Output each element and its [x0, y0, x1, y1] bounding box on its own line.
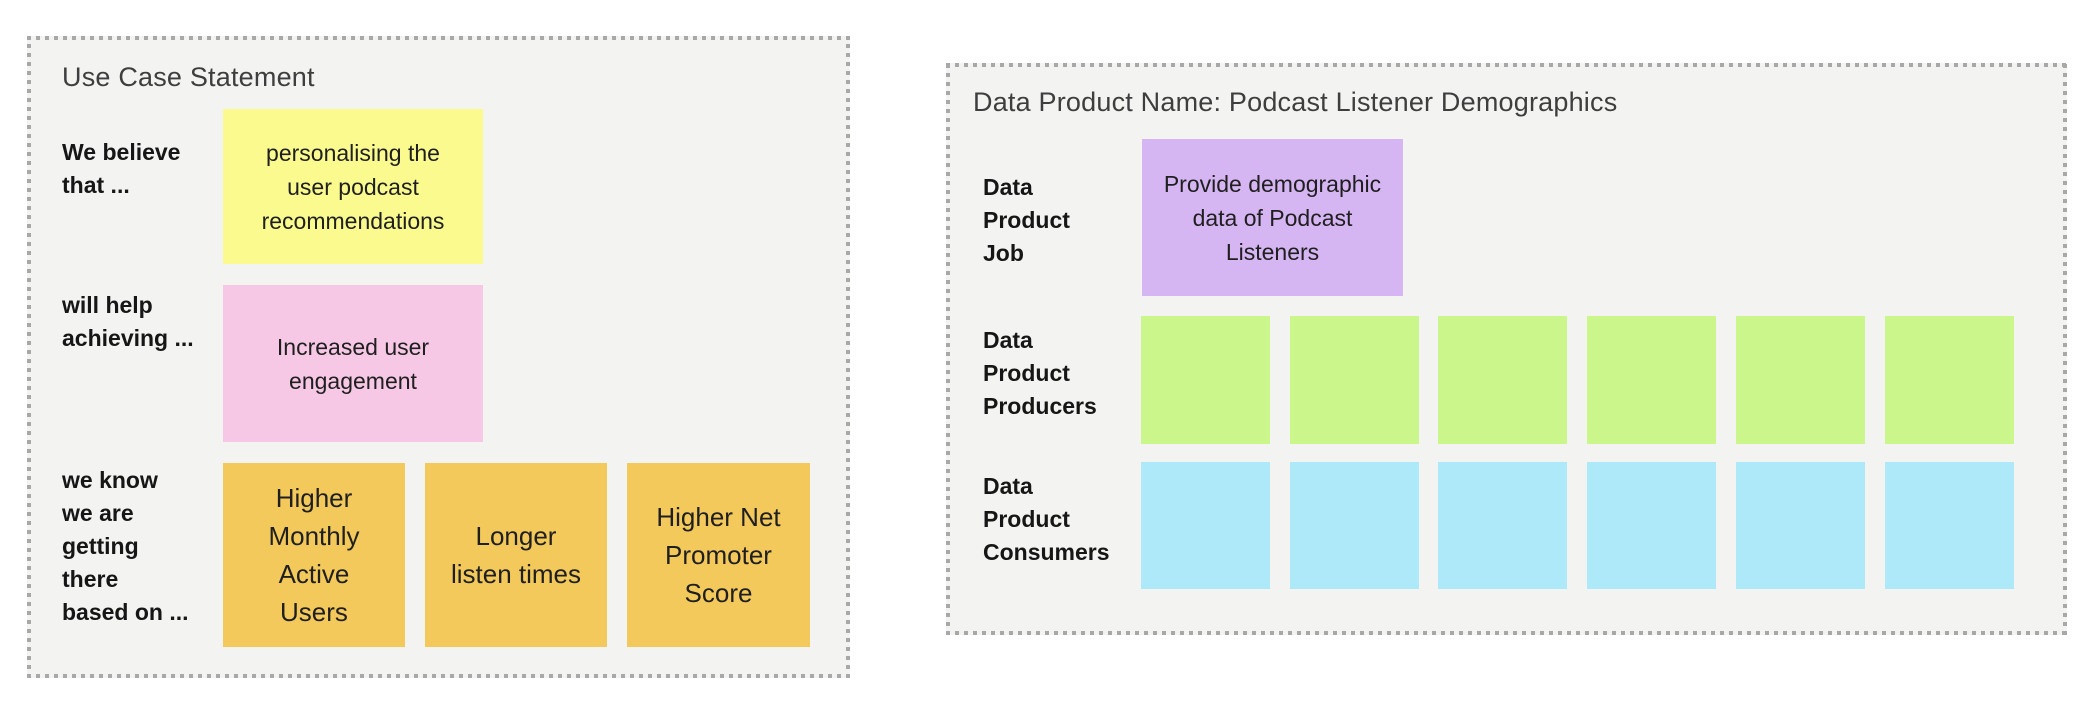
- sticky-note-metric-nps[interactable]: Higher Net Promoter Score: [627, 463, 810, 647]
- sticky-note-data-product-job-text: Provide demographic data of Podcast List…: [1163, 170, 1382, 265]
- sticky-note-producer-empty[interactable]: [1141, 316, 1270, 444]
- sticky-note-producer-empty[interactable]: [1587, 316, 1716, 444]
- sticky-note-believe[interactable]: personalising the user podcast recommend…: [223, 109, 483, 264]
- sticky-note-producer-empty[interactable]: [1290, 316, 1419, 444]
- sticky-note-producer-empty[interactable]: [1736, 316, 1865, 444]
- use-case-statement-frame[interactable]: Use Case Statement We believe that ... p…: [27, 36, 850, 678]
- sticky-note-metric-listen-times[interactable]: Longer listen times: [425, 463, 607, 647]
- sticky-note-consumer-empty[interactable]: [1290, 462, 1419, 589]
- data-product-frame[interactable]: Data Product Name: Podcast Listener Demo…: [946, 63, 2067, 635]
- sticky-note-consumer-empty[interactable]: [1736, 462, 1865, 589]
- sticky-note-metric-mau-text: Higher Monthly Active Users: [268, 483, 360, 627]
- sticky-note-consumer-empty[interactable]: [1587, 462, 1716, 589]
- sticky-note-producer-empty[interactable]: [1885, 316, 2014, 444]
- sticky-note-achieve[interactable]: Increased user engagement: [223, 285, 483, 442]
- label-data-product-producers: Data Product Producers: [983, 327, 1097, 419]
- sticky-note-consumer-empty[interactable]: [1141, 462, 1270, 589]
- label-will-help-achieving: will help achieving ...: [62, 292, 194, 351]
- sticky-note-data-product-job[interactable]: Provide demographic data of Podcast List…: [1142, 139, 1403, 296]
- label-data-product-consumers: Data Product Consumers: [983, 473, 1110, 565]
- label-data-product-job: Data Product Job: [983, 174, 1070, 266]
- data-product-frame-title: Data Product Name: Podcast Listener Demo…: [973, 87, 1618, 117]
- label-we-know-we-are-getting-there: we know we are getting there based on ..…: [62, 467, 189, 625]
- sticky-note-metric-mau[interactable]: Higher Monthly Active Users: [223, 463, 405, 647]
- sticky-note-metric-nps-text: Higher Net Promoter Score: [656, 502, 781, 608]
- sticky-note-producer-empty[interactable]: [1438, 316, 1567, 444]
- sticky-note-metric-listen-times-text: Longer listen times: [450, 521, 582, 589]
- use-case-frame-title: Use Case Statement: [62, 62, 315, 92]
- label-we-believe-that: We believe that ...: [62, 139, 181, 198]
- sticky-note-consumer-empty[interactable]: [1438, 462, 1567, 589]
- sticky-note-believe-text: personalising the user podcast recommend…: [261, 139, 445, 234]
- sticky-note-consumer-empty[interactable]: [1885, 462, 2014, 589]
- sticky-note-achieve-text: Increased user engagement: [276, 333, 430, 394]
